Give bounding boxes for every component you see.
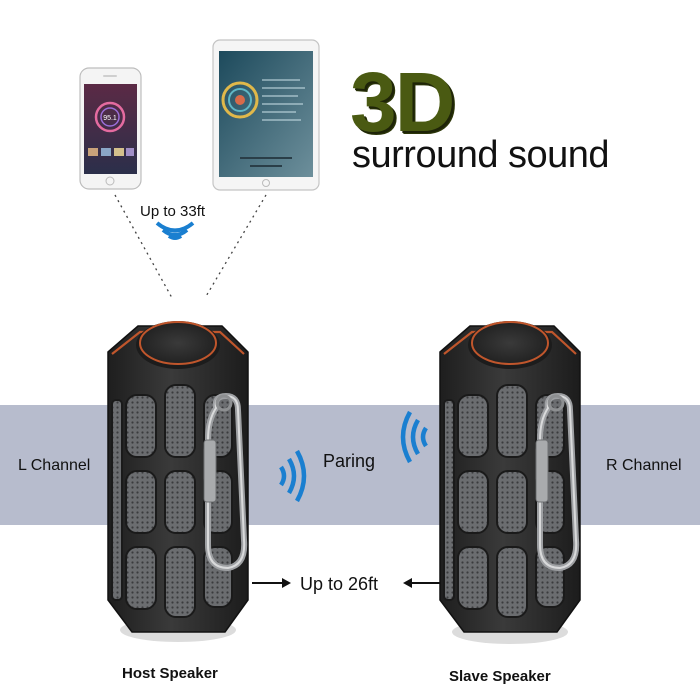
title-3d: 3D bbox=[350, 55, 455, 149]
arrow-right-icon bbox=[252, 578, 291, 588]
pairing-label: Paring bbox=[323, 451, 376, 471]
phone-range-label: Up to 33ft bbox=[140, 203, 206, 220]
tablet-icon bbox=[212, 39, 320, 191]
title-subtitle: surround sound bbox=[352, 134, 610, 176]
phone-screen-reading: 95.1 bbox=[103, 115, 117, 122]
speaker-range-label: Up to 26ft bbox=[300, 574, 379, 594]
wireless-signal-icon bbox=[279, 449, 307, 503]
arrow-left-icon bbox=[403, 578, 440, 588]
slave-speaker bbox=[439, 321, 581, 644]
wireless-signal-icon bbox=[155, 221, 195, 240]
wireless-signal-icon bbox=[400, 410, 428, 464]
host-speaker bbox=[107, 321, 249, 642]
left-channel-label: L Channel bbox=[18, 457, 91, 474]
host-speaker-label: Host Speaker bbox=[122, 665, 218, 682]
smartphone-icon: 95.1 bbox=[79, 67, 142, 190]
right-channel-label: R Channel bbox=[606, 457, 682, 474]
range-lines bbox=[114, 194, 267, 299]
slave-speaker-label: Slave Speaker bbox=[449, 668, 551, 685]
